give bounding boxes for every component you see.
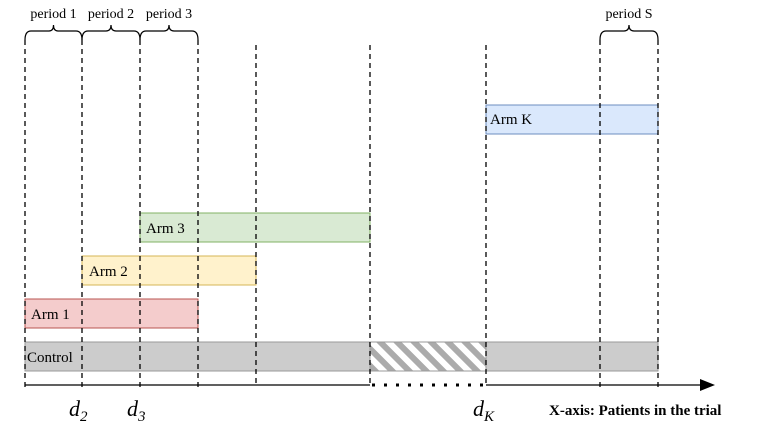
- arm2-bar: [81, 255, 257, 286]
- periodS-brace: [599, 24, 659, 41]
- period1-brace: [24, 24, 83, 41]
- d3-marker: d3: [127, 396, 146, 425]
- period3-label: period 3: [146, 7, 192, 22]
- period2-brace: [81, 24, 141, 41]
- arm3-label: Arm 3: [146, 221, 185, 237]
- armK-bar: [485, 104, 659, 135]
- x-axis-arrowhead: [700, 379, 715, 391]
- x-axis-label: X-axis: Patients in the trial: [549, 403, 721, 419]
- control-label: Control: [27, 350, 73, 366]
- arm2-label: Arm 2: [89, 264, 128, 280]
- periodS-label: period S: [605, 7, 652, 22]
- dK-marker: dK: [473, 396, 495, 425]
- arm1-bar: [24, 298, 199, 329]
- period1-label: period 1: [30, 7, 76, 22]
- hatched-gap-bar: [369, 341, 487, 372]
- period2-label: period 2: [88, 7, 134, 22]
- armK-label: Arm K: [490, 112, 532, 128]
- control-bar-continued: [485, 341, 659, 372]
- period3-brace: [139, 24, 199, 41]
- arm1-label: Arm 1: [31, 307, 70, 323]
- d2-marker: d2: [69, 396, 88, 425]
